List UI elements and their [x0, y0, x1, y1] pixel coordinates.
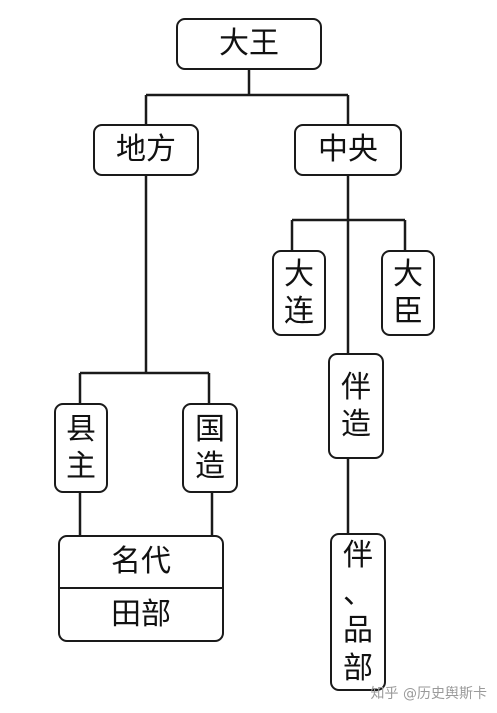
node-nashiro: 名代: [60, 537, 222, 589]
node-kuni-no-miyatsuko-label: 国造: [195, 411, 225, 486]
node-agatanushi: 县主: [54, 403, 108, 493]
node-tomobe: 伴、品部: [330, 533, 386, 691]
label-char: 部: [343, 650, 373, 686]
node-king-label: 大王: [219, 26, 279, 62]
node-oomi: 大臣: [381, 250, 435, 336]
label-char: 主: [66, 449, 96, 484]
label-char: 大: [393, 256, 423, 292]
label-char: 伴: [343, 538, 373, 573]
node-local: 地方: [93, 124, 199, 176]
label-char: 造: [195, 449, 225, 484]
node-king: 大王: [176, 18, 322, 70]
label-char: 品: [343, 613, 373, 648]
node-central-label: 中央: [318, 132, 378, 168]
label-char: 伴: [341, 369, 371, 405]
node-kuni-no-miyatsuko: 国造: [182, 403, 238, 493]
node-agatanushi-label: 县主: [66, 411, 96, 486]
node-central: 中央: [294, 124, 402, 176]
label-char: 连: [284, 294, 314, 329]
label-char: 臣: [393, 294, 423, 329]
label-char: 县: [66, 411, 96, 447]
node-local-label: 地方: [116, 132, 176, 168]
node-nashiro-label: 名代: [111, 544, 171, 579]
label-char: 造: [341, 407, 371, 442]
node-tomobe-label: 伴、品部: [343, 537, 373, 687]
label-char: 、: [343, 575, 373, 611]
node-omuraji: 大连: [272, 250, 326, 336]
node-tabe: 田部: [60, 589, 222, 641]
label-char: 国: [195, 411, 225, 447]
node-tabe-label: 田部: [111, 596, 171, 632]
node-omuraji-label: 大连: [284, 256, 314, 331]
watermark: 知乎 @历史舆斯卡: [370, 686, 487, 702]
node-tomo-no-miyatsuko: 伴造: [328, 353, 384, 459]
node-oomi-label: 大臣: [393, 256, 423, 331]
node-nashiro-tabe: 名代 田部: [58, 535, 224, 642]
label-char: 大: [284, 256, 314, 292]
node-tomo-no-miyatsuko-label: 伴造: [341, 369, 371, 444]
